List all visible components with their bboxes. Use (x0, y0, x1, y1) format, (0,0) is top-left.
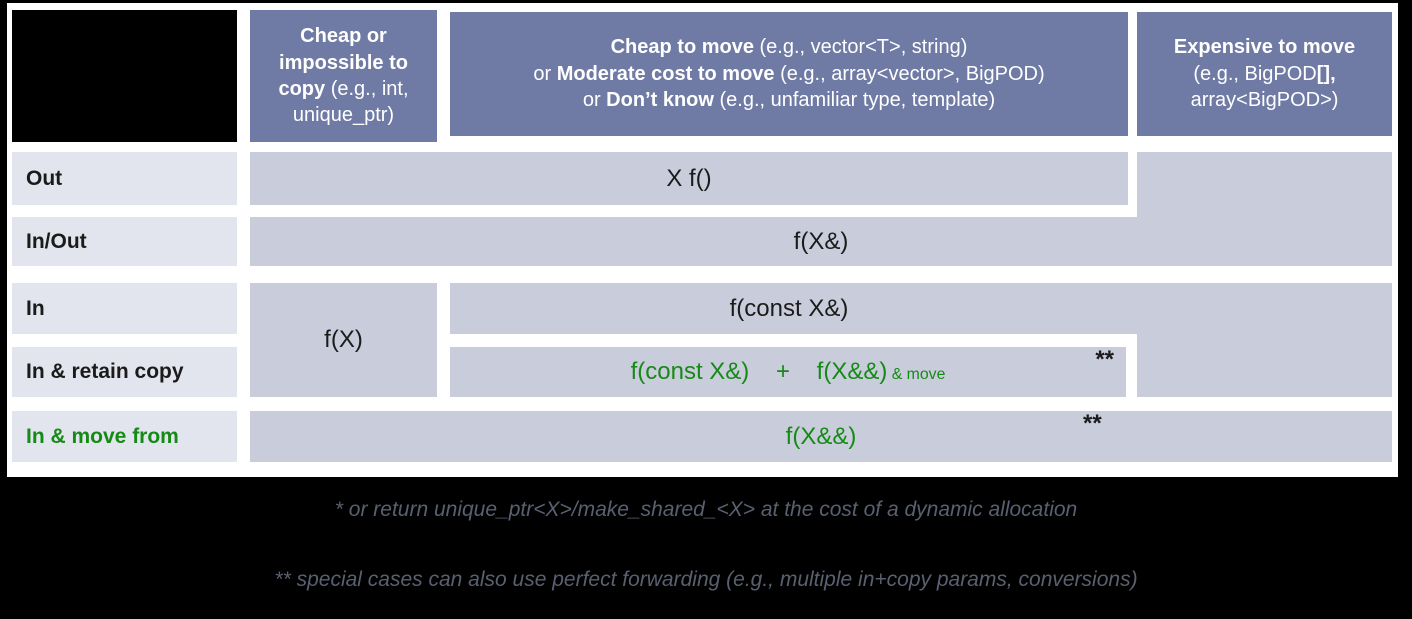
row-header-inout-label: In/Out (26, 229, 87, 253)
col-header-cheap-or-moderate-move: Cheap to move (e.g., vector<T>, string)o… (450, 12, 1128, 136)
cell-retain-copy-overloads-text: f(const X&) + f(X&&) & move (630, 358, 946, 385)
cell-inout-reference: f(X&) (250, 217, 1392, 266)
col-header-expensive-to-move: Expensive to move(e.g., BigPOD[],array<B… (1137, 12, 1392, 136)
cell-in-by-value-text: f(X) (324, 326, 363, 353)
cell-inout-reference-text: f(X&) (793, 227, 849, 255)
cell-move-from-rvalue-reference: f(X&&) ** (250, 411, 1392, 462)
row-header-in: In (12, 283, 237, 334)
cell-retain-copy-overloads: f(const X&) + f(X&&) & move ** (450, 347, 1126, 397)
cell-in-const-reference-text: f(const X&) (729, 294, 849, 322)
footnote-single-asterisk: * or return unique_ptr<X>/make_shared_<X… (334, 498, 1078, 521)
row-header-out: Out (12, 152, 237, 205)
footnote-double-asterisk: ** special cases can also use perfect fo… (274, 568, 1138, 591)
row-header-in-move-from: In & move from (12, 411, 237, 462)
row-header-retain-label: In & retain copy (26, 360, 184, 383)
cell-in-const-reference: f(const X&) (450, 283, 1392, 334)
cell-in-by-value: f(X) (250, 283, 437, 397)
double-asterisk-marker-retain: ** (1095, 346, 1114, 373)
col-header-cheap-move-text: Cheap to move (e.g., vector<T>, string)o… (533, 36, 1045, 112)
row-header-out-label: Out (26, 166, 63, 190)
cell-out-return-value: X f() (250, 152, 1128, 205)
col-header-expensive-move-text: Expensive to move(e.g., BigPOD[],array<B… (1173, 36, 1356, 112)
row-header-movefrom-label: In & move from (26, 424, 179, 448)
row-header-in-label: In (26, 296, 45, 320)
cell-out-return-value-text: X f() (666, 164, 712, 192)
double-asterisk-marker-movefrom: ** (1083, 410, 1102, 437)
corner-cell (12, 10, 237, 142)
row-header-inout: In/Out (12, 217, 237, 266)
cell-move-from-rvalue-reference-text: f(X&&) (785, 422, 857, 450)
row-header-in-retain-copy: In & retain copy (12, 347, 237, 397)
